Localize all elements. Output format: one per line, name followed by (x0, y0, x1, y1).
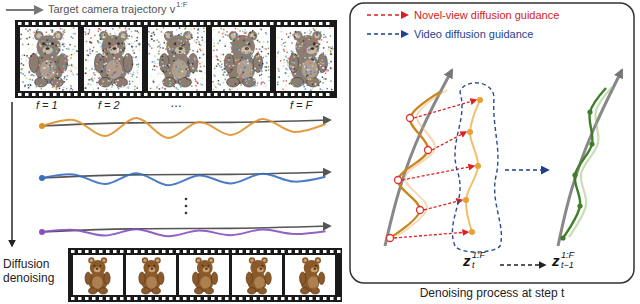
panel-frame (350, 3, 634, 283)
subscript: t−1 (561, 260, 574, 270)
teddy-bear (29, 31, 67, 87)
legend-item: Novel-view diffusion guidance (366, 9, 559, 21)
legend-item: Video diffusion guidance (366, 28, 533, 40)
step-label: Diffusion denoising (3, 258, 65, 286)
trajectory-arrow (6, 9, 42, 11)
ellipsis-dot (185, 205, 188, 208)
denoising-illustration (385, 70, 622, 265)
teddy-bear (94, 31, 132, 87)
legend-text: Novel-view diffusion guidance (414, 9, 559, 21)
latent-symbol: z (463, 252, 471, 269)
teddy-bear (289, 31, 327, 87)
film-strip (68, 248, 342, 302)
noise (84, 27, 140, 90)
trajectory (39, 172, 330, 185)
noise (212, 28, 270, 91)
noise (276, 27, 333, 91)
superscript: 1:F (176, 0, 188, 9)
noise (148, 27, 206, 91)
latent-symbol: z (552, 252, 560, 269)
trajectory (39, 118, 330, 138)
subscript: t (472, 260, 475, 270)
frame-label: f = F (290, 99, 312, 112)
teddy-bear (85, 257, 110, 294)
teddy-bear (159, 31, 197, 87)
denoising-arrow (11, 102, 13, 246)
teddy-bear (139, 257, 164, 294)
legend-swatch (366, 9, 410, 21)
frame-label: f = 1 (36, 99, 58, 112)
ellipsis: … (170, 97, 182, 111)
teddy-bear (300, 257, 325, 294)
teddy-bear (224, 31, 262, 87)
ellipsis-dot (185, 212, 188, 215)
trajectory (39, 226, 330, 236)
teddy-bear (246, 257, 271, 294)
superscript: 1:F (561, 250, 574, 260)
legend-swatch (366, 28, 410, 40)
superscript: 1:F (472, 250, 485, 260)
teddy-bear (192, 257, 217, 294)
ellipsis-dot (185, 198, 188, 201)
frame-label: f = 2 (98, 99, 120, 112)
legend-text: Video diffusion guidance (414, 28, 533, 40)
panel-caption: Denoising process at step t (420, 287, 565, 301)
film-strip (15, 20, 337, 98)
noise (20, 27, 78, 90)
axis-label: Target camera trajectory v (48, 3, 175, 16)
